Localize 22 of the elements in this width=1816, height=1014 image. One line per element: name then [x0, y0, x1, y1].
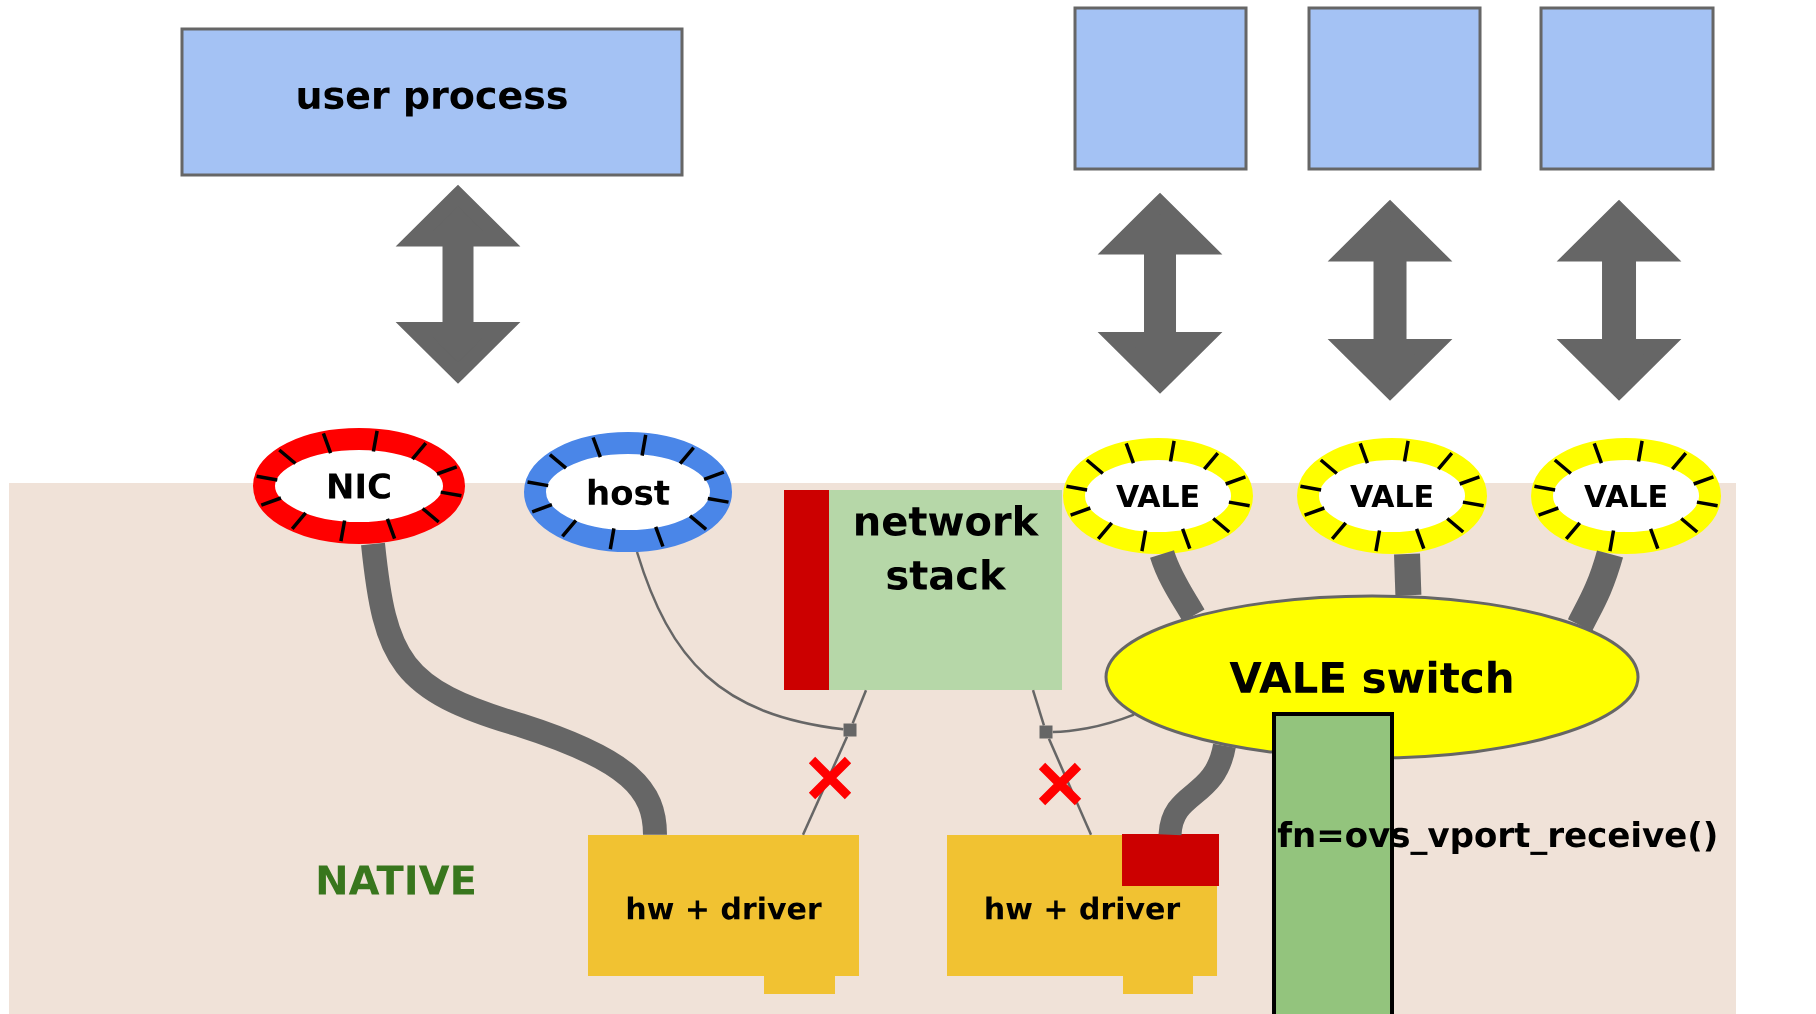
ring: NIC	[253, 428, 465, 544]
device-box: hw + driver	[947, 834, 1219, 994]
node-label: VALE	[1584, 485, 1666, 507]
ring: host	[524, 432, 732, 552]
box	[1539, 6, 1715, 171]
connector-line	[1158, 743, 1236, 837]
connector-line	[851, 689, 868, 724]
region-label: NATIVE	[318, 865, 474, 895]
connector-line	[1394, 553, 1422, 596]
process-box: user process	[180, 27, 684, 177]
connector-line	[1568, 550, 1623, 632]
connector-line	[1031, 689, 1046, 726]
process-box: network stack	[784, 490, 1062, 690]
box	[1073, 6, 1248, 171]
ring: VALE	[1063, 438, 1253, 554]
ring: VALE	[1297, 438, 1487, 554]
connector-line	[1052, 713, 1135, 734]
connector-line	[635, 551, 844, 731]
box	[1307, 6, 1482, 171]
device-box: hw + driver	[588, 835, 859, 994]
connector-line	[1150, 550, 1205, 622]
ring: VALE	[1531, 438, 1721, 554]
